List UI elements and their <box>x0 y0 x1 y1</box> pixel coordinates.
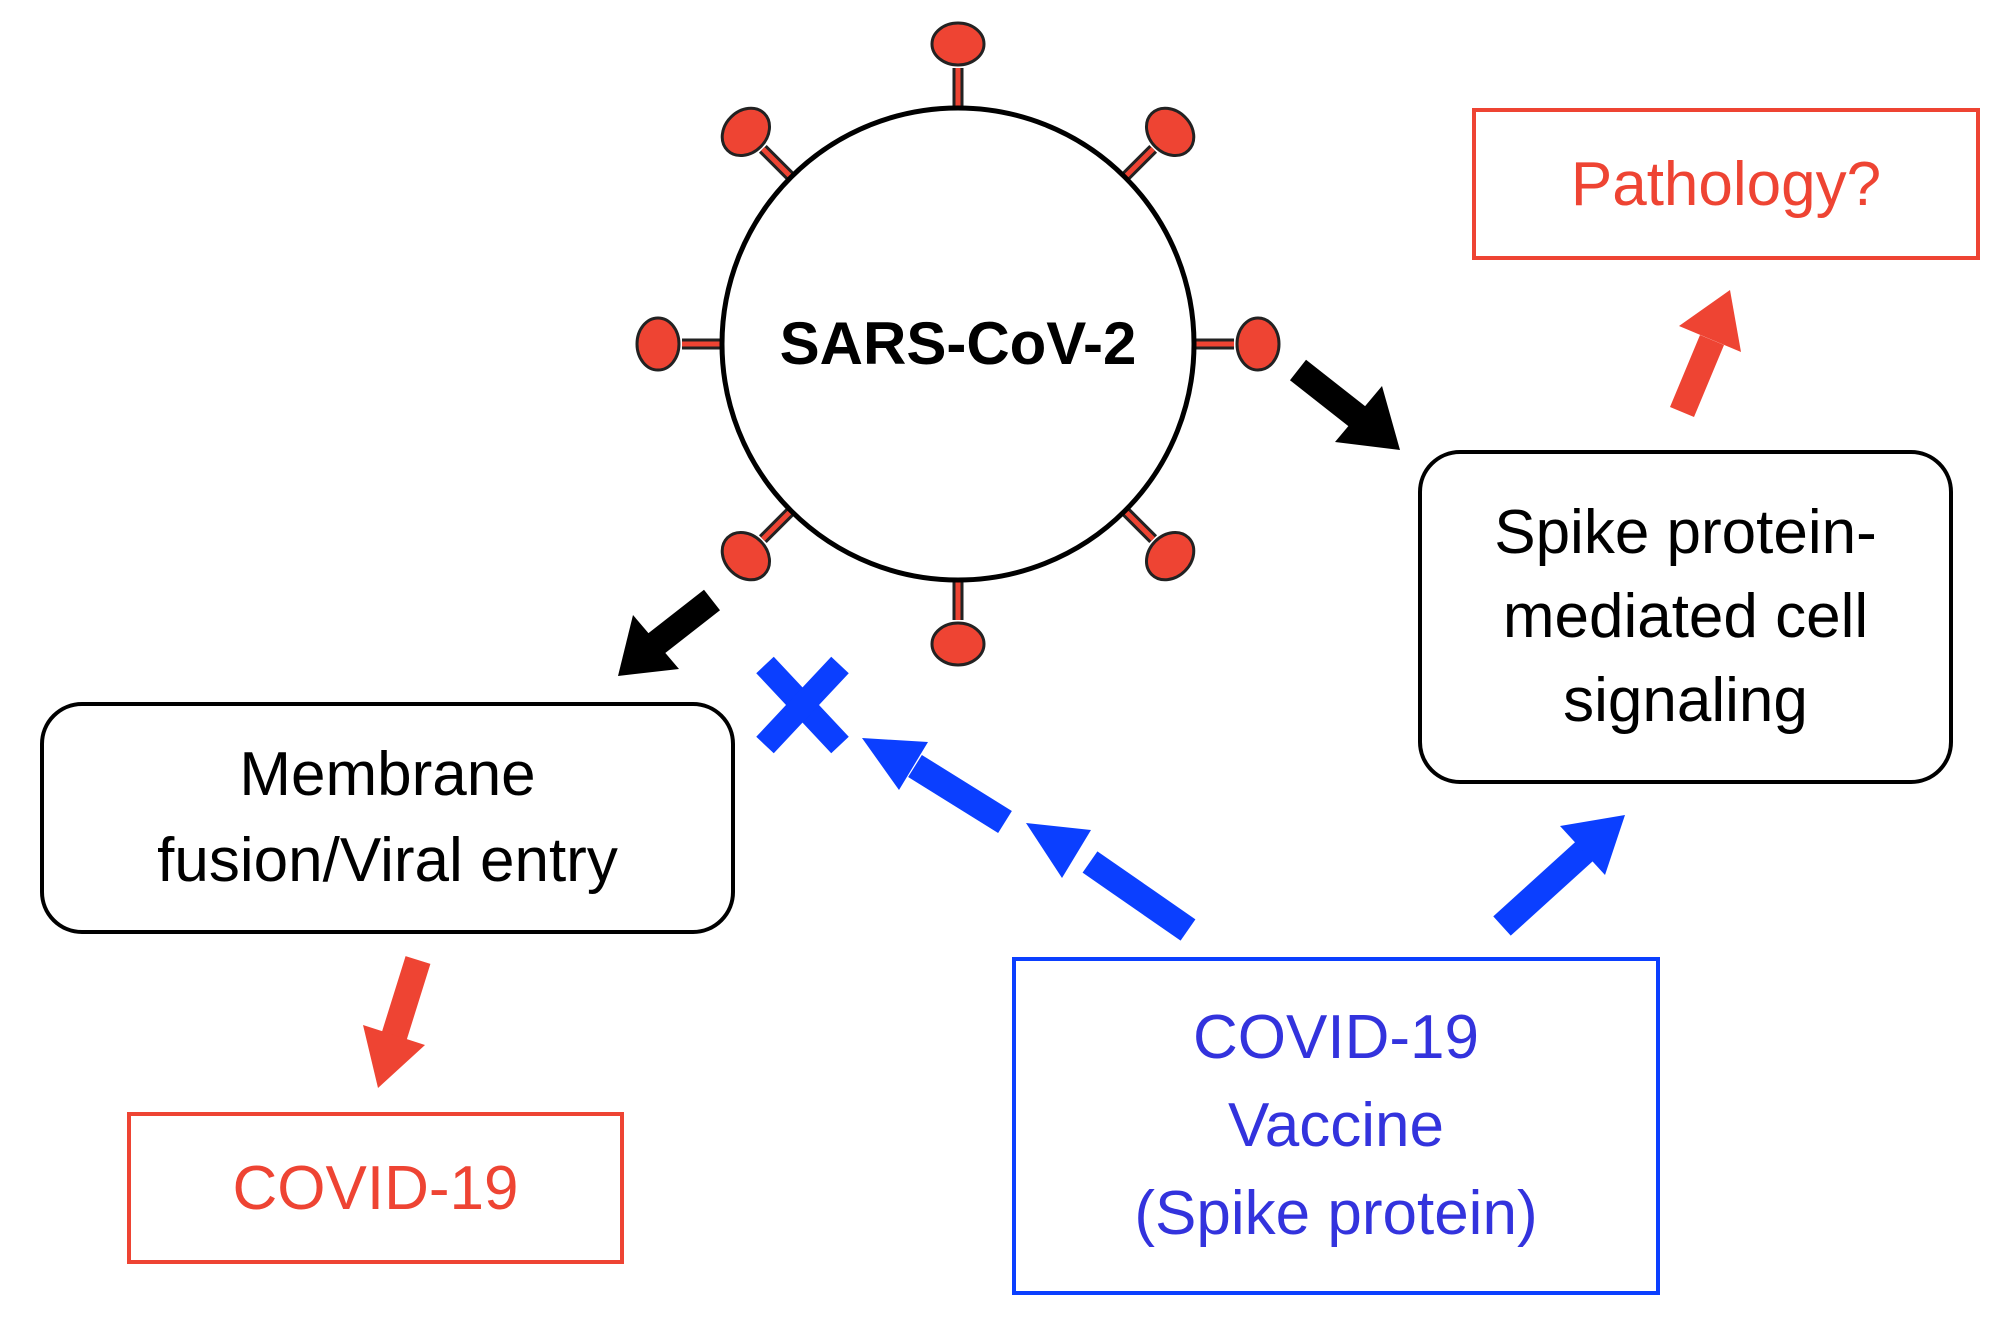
arrow-signaling-to-pathology <box>1670 290 1741 417</box>
virus-label: SARS-CoV-2 <box>779 310 1137 377</box>
membrane-fusion-line-2: fusion/Viral entry <box>157 826 618 895</box>
covid19-label: COVID-19 <box>232 1153 519 1223</box>
vaccine-line-2: Vaccine <box>1228 1091 1444 1160</box>
spike-signaling-line-3: signaling <box>1563 666 1808 735</box>
spike-signaling-line-1: Spike protein- <box>1494 498 1877 567</box>
spike-protein-icon <box>930 580 986 667</box>
spike-protein-icon <box>1120 106 1196 182</box>
spike-protein-icon <box>635 316 722 372</box>
arrows <box>363 290 1741 1088</box>
spike-protein-icon <box>720 106 796 182</box>
membrane-fusion-box: Membrane fusion/Viral entry <box>40 702 735 934</box>
membrane-fusion-line-1: Membrane <box>239 740 536 809</box>
vaccine-line-1: COVID-19 <box>1193 1003 1479 1072</box>
arrow-vaccine-to-block <box>862 738 1196 941</box>
vaccine-box: COVID-19 Vaccine (Spike protein) <box>1012 957 1660 1295</box>
spike-protein-icon <box>1194 316 1281 372</box>
arrow-vaccine-to-signaling <box>1493 815 1625 936</box>
pathology-label: Pathology? <box>1570 149 1882 219</box>
spike-protein-icon <box>720 506 796 582</box>
spike-signaling-line-2: mediated cell <box>1502 582 1869 651</box>
arrow-virus-to-signaling <box>1289 359 1400 450</box>
arrow-membrane-to-covid19 <box>363 956 431 1088</box>
spike-protein-icons <box>635 21 1281 667</box>
spike-protein-icon <box>1120 506 1196 582</box>
covid19-box: COVID-19 <box>127 1112 624 1264</box>
spike-protein-icon <box>930 21 986 108</box>
pathology-box: Pathology? <box>1472 108 1980 260</box>
spike-signaling-box: Spike protein- mediated cell signaling <box>1418 450 1953 784</box>
cross-icon <box>756 656 849 754</box>
virus-body <box>719 105 1197 583</box>
arrow-virus-to-membrane <box>618 589 721 676</box>
vaccine-line-3: (Spike protein) <box>1134 1179 1538 1248</box>
